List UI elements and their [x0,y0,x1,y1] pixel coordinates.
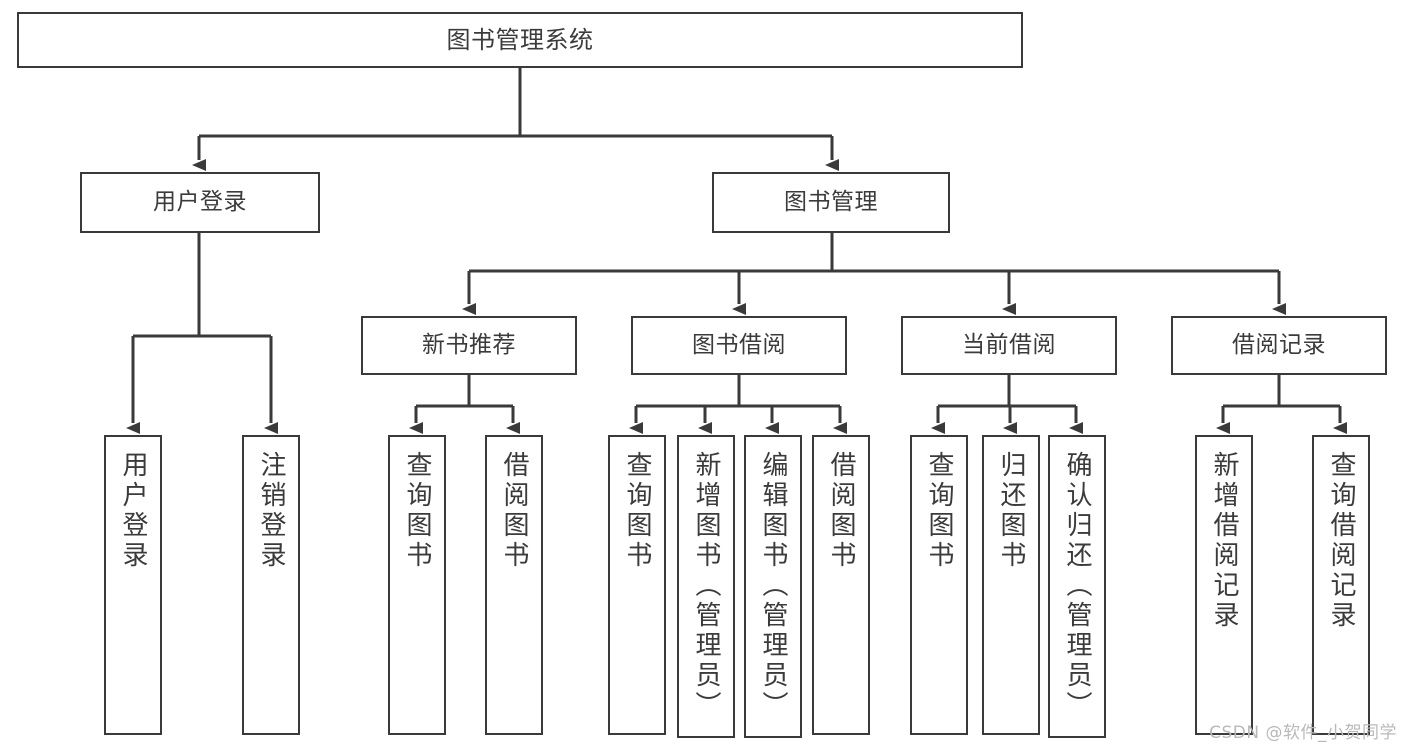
node-book-borrow[interactable]: 图书借阅 [631,316,847,375]
leaf-query-book-3[interactable]: 查询图书 [910,435,968,735]
node-user-login-label: 用户登录 [153,188,247,215]
node-book-borrow-label: 图书借阅 [692,331,786,358]
leaf-query-record[interactable]: 查询借阅记录 [1312,435,1370,735]
leaf-query-book-1[interactable]: 查询图书 [388,435,446,735]
node-user-login[interactable]: 用户登录 [80,172,320,233]
leaf-query-book-3-label: 查询图书 [924,451,954,571]
leaf-return-book-label: 归还图书 [996,451,1026,571]
leaf-user-login[interactable]: 用户登录 [104,435,162,735]
leaf-add-book[interactable]: 新增图书（管理员） [677,435,735,738]
leaf-borrow-book-1-label: 借阅图书 [499,451,529,571]
node-current-borrow[interactable]: 当前借阅 [901,316,1117,375]
node-root-label: 图书管理系统 [446,25,594,54]
leaf-borrow-book-2[interactable]: 借阅图书 [812,435,870,735]
node-borrow-record-label: 借阅记录 [1232,331,1326,358]
leaf-query-book-2-label: 查询图书 [622,451,652,571]
leaf-borrow-book-2-label: 借阅图书 [826,451,856,571]
leaf-add-record[interactable]: 新增借阅记录 [1195,435,1253,735]
leaf-logout-login-label: 注销登录 [256,451,286,571]
node-new-book-recommend[interactable]: 新书推荐 [361,316,577,375]
leaf-add-book-label: 新增图书（管理员） [691,451,721,721]
leaf-edit-book-label: 编辑图书（管理员） [758,451,788,721]
node-root[interactable]: 图书管理系统 [17,12,1023,68]
leaf-user-login-label: 用户登录 [118,451,148,571]
leaf-query-book-2[interactable]: 查询图书 [608,435,666,735]
leaf-confirm-return-label: 确认归还（管理员） [1062,451,1092,721]
node-new-book-recommend-label: 新书推荐 [422,331,516,358]
leaf-return-book[interactable]: 归还图书 [982,435,1040,735]
node-book-manage-label: 图书管理 [784,188,878,215]
node-current-borrow-label: 当前借阅 [962,331,1056,358]
leaf-borrow-book-1[interactable]: 借阅图书 [485,435,543,735]
leaf-confirm-return[interactable]: 确认归还（管理员） [1048,435,1106,738]
node-book-manage[interactable]: 图书管理 [712,172,950,233]
leaf-edit-book[interactable]: 编辑图书（管理员） [744,435,802,738]
leaf-add-record-label: 新增借阅记录 [1209,451,1239,631]
watermark: CSDN @软件_小贺同学 [1209,723,1397,743]
leaf-query-book-1-label: 查询图书 [402,451,432,571]
leaf-logout-login[interactable]: 注销登录 [242,435,300,735]
node-borrow-record[interactable]: 借阅记录 [1171,316,1387,375]
leaf-query-record-label: 查询借阅记录 [1326,451,1356,631]
